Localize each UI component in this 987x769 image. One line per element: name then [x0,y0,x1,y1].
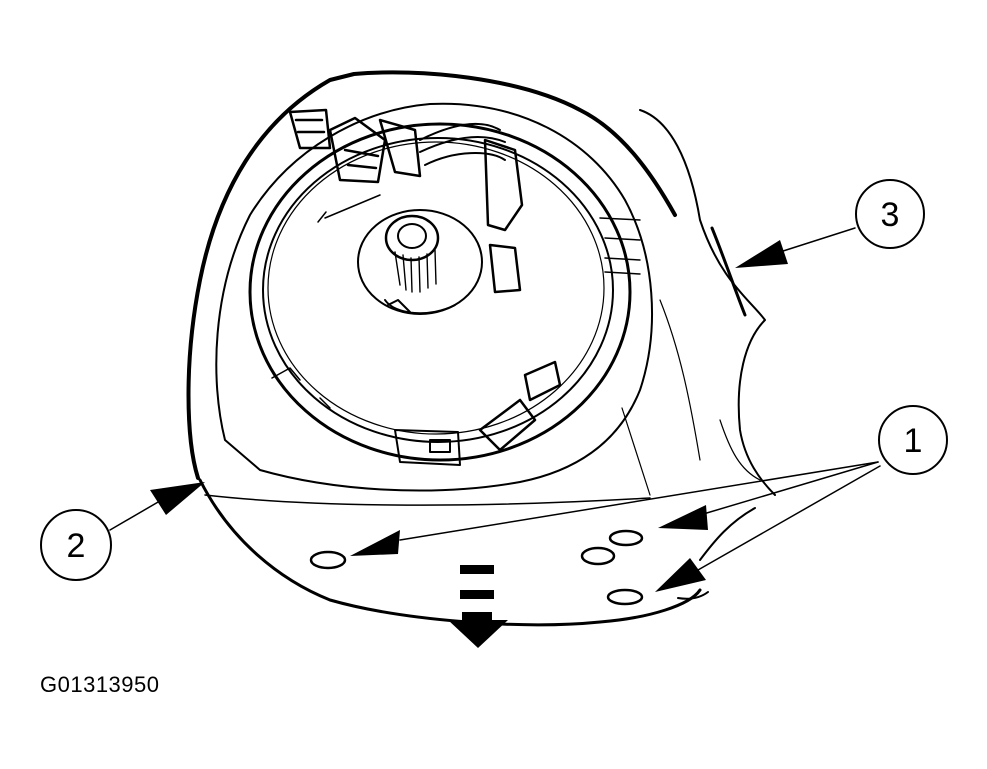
clock-spring-groove [267,141,605,435]
shroud-lower-edge [204,494,651,506]
removal-arrow-head [448,620,508,648]
callout-1-label: 1 [904,422,923,460]
lower-tab [394,429,461,466]
wiring-connector-left [288,108,332,150]
column-body-outline [639,109,776,496]
steering-shaft-base [384,299,456,315]
callout-3-leader [779,227,856,253]
callout-1-arrowhead-c [655,558,706,592]
removal-arrow-dash-1 [460,565,494,574]
right-side-tabs [599,217,641,275]
clock-spring-inner-ring [262,137,614,443]
removal-arrow-stem [462,612,492,622]
callout-3-arrowhead [735,240,788,268]
figure-code: G01313950 [40,672,160,697]
screw-hole-center [580,546,616,566]
wiring-connector-main [328,116,387,184]
callout-1-arrowhead-a [350,530,400,556]
wiring-connector-right [378,118,422,178]
callout-1-arrowhead-b [658,505,708,530]
shroud-inner-rim [215,102,653,492]
steering-shaft-bore [397,223,427,249]
wiring-harness [419,123,506,166]
callout-2-leader [109,497,166,531]
shroud-side-curve [677,507,756,600]
steering-shaft-splines [394,249,437,293]
column-body-lines [621,299,761,496]
removal-arrow-dash-2 [460,590,494,599]
steering-shaft-end [384,214,440,262]
callout-2-label: 2 [67,527,86,565]
callout-1-leader-b [699,461,879,516]
callout-3-label: 3 [881,196,900,234]
callout-3-circle [855,179,925,249]
connector-wire [317,194,381,223]
callout-2-arrowhead [150,482,205,515]
lower-shroud-outline [198,478,702,627]
screw-hole-right-lower [606,588,644,606]
clock-spring-outer-ring [248,122,632,462]
upper-shroud-outline [186,70,677,480]
screw-hole-left [309,550,347,570]
column-body-edge [710,226,747,317]
callout-1-leader-c [697,465,881,571]
screw-hole-right-upper [608,529,644,547]
callout-2-circle [40,509,112,581]
callout-1-leader-a [399,461,879,541]
lower-connector [478,360,562,452]
callout-1-circle [878,405,948,475]
left-side-tab [271,367,331,409]
horn-connector [483,138,524,294]
